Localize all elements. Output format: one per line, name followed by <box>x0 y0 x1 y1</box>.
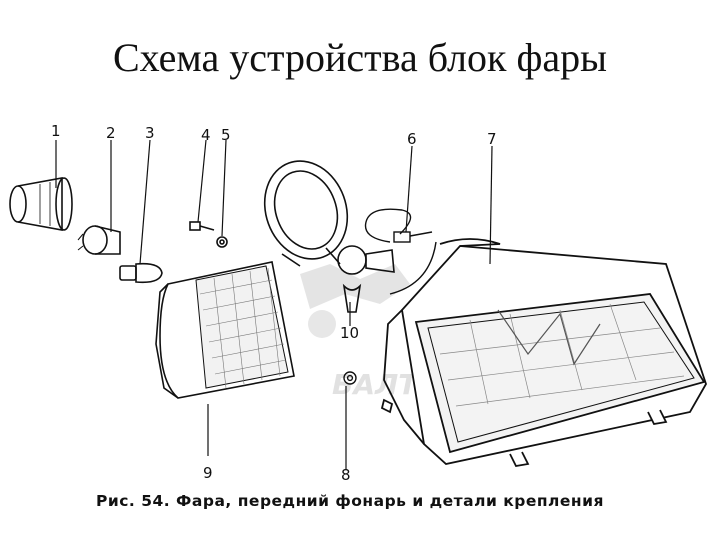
part-3-bulb <box>119 262 163 284</box>
part-6-wire <box>364 208 437 295</box>
callout-2: 2 <box>106 124 116 142</box>
part-9-turn-lamp <box>155 261 295 399</box>
callout-7: 7 <box>487 130 497 148</box>
slide-title: Схема устройства блок фары <box>112 35 607 80</box>
part-8-washer <box>343 371 357 385</box>
part-7-headlight <box>380 238 707 467</box>
part-1-cap <box>9 177 73 231</box>
headlight-diagram: БАЛТКНИГА <box>0 114 720 540</box>
callout-8: 8 <box>341 466 351 484</box>
diagram-drawing: БАЛТКНИГА <box>9 122 707 484</box>
callout-9: 9 <box>203 464 213 482</box>
part-10-main-bulb <box>337 245 395 313</box>
part-2-socket <box>77 225 121 255</box>
part-5-nut <box>216 236 228 248</box>
callout-4: 4 <box>201 126 211 144</box>
callout-6: 6 <box>407 130 417 148</box>
figure-caption: Рис. 54. Фара, передний фонарь и детали … <box>96 492 604 510</box>
leader-lines <box>55 139 493 470</box>
callout-3: 3 <box>145 124 155 142</box>
reflector-ring <box>263 160 349 267</box>
callout-5: 5 <box>221 126 231 144</box>
part-4-screw <box>189 221 215 231</box>
callout-1: 1 <box>51 122 61 140</box>
callout-numbers: 1 2 3 4 5 6 7 8 9 10 <box>51 122 497 484</box>
callout-10: 10 <box>340 324 359 342</box>
